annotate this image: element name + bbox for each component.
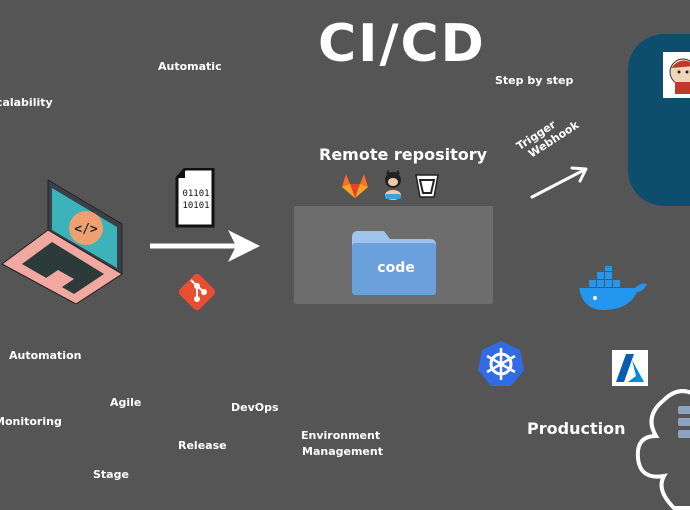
label-management: Management (302, 445, 383, 458)
bitbucket-icon (415, 174, 439, 198)
label-scalability: Scalability (0, 96, 53, 109)
cloud-icon (635, 389, 690, 510)
label-step-by-step: Step by step (495, 74, 574, 87)
diagram-title: CI/CD (318, 14, 486, 74)
label-automation: Automation (9, 349, 82, 362)
git-icon (178, 273, 216, 311)
svg-text:</>: </> (74, 222, 98, 237)
label-monitoring: Monitoring (0, 415, 62, 428)
folder-icon (352, 231, 436, 295)
label-automatic: Automatic (158, 60, 222, 73)
docker-icon (579, 266, 647, 310)
label-stage: Stage (93, 468, 129, 481)
label-environment: Environment (301, 429, 381, 442)
webhook-arrow (530, 166, 588, 199)
trigger-webhook-label: Trigger Webhook (514, 108, 581, 164)
kubernetes-icon (478, 341, 524, 386)
label-production: Production (527, 419, 626, 438)
laptop-code-icon: </> (1, 179, 123, 304)
jenkins-icon (663, 52, 690, 98)
github-icon (385, 170, 401, 200)
label-remote-repository: Remote repository (319, 145, 488, 164)
code-folder-label: code (377, 260, 415, 276)
binary-line-1: 01101 (182, 189, 209, 199)
gitlab-icon (342, 174, 368, 198)
label-devops: DevOps (231, 401, 279, 414)
label-agile: Agile (110, 396, 142, 409)
azure-icon (612, 350, 648, 386)
push-arrow (150, 230, 260, 262)
binary-line-2: 10101 (182, 201, 209, 211)
label-release: Release (178, 439, 227, 452)
binary-file-icon: 01101 10101 (175, 168, 215, 228)
